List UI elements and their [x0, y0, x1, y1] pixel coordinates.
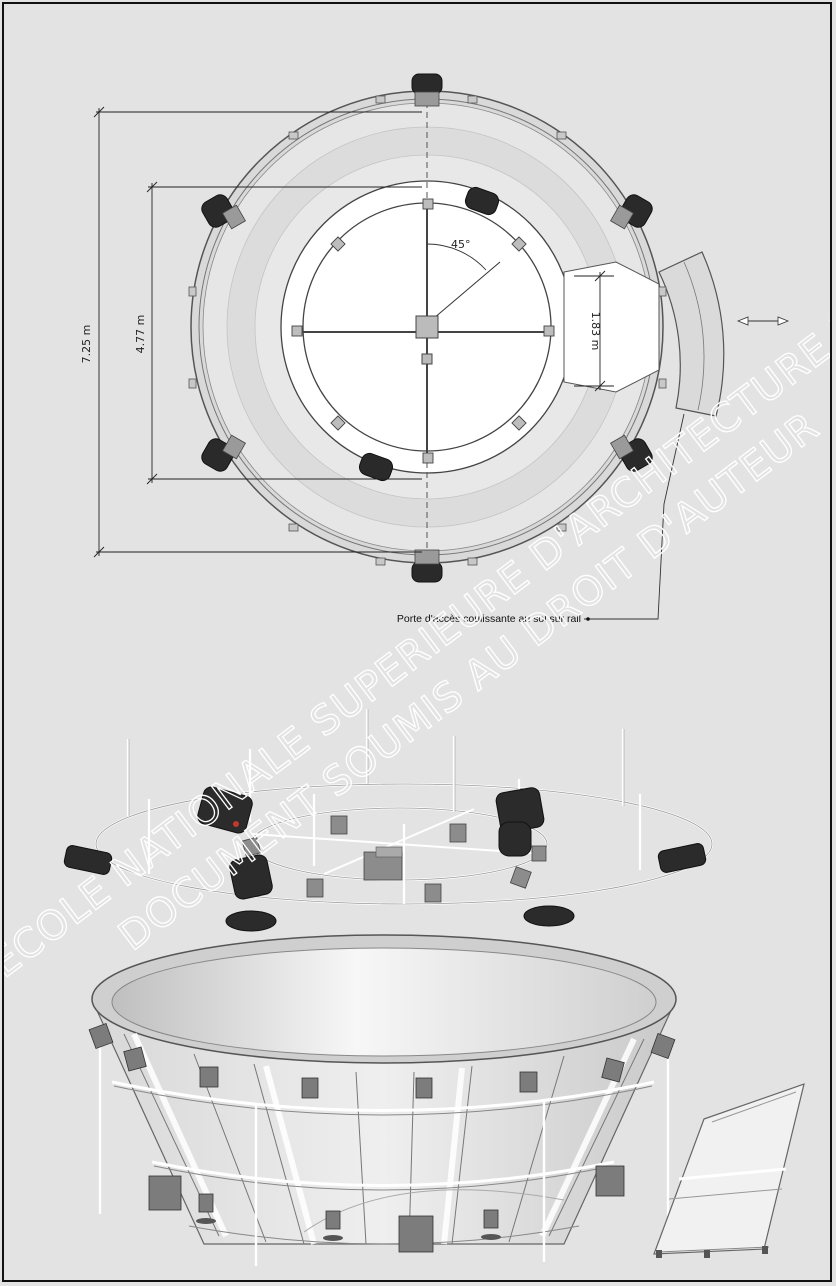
dimension-opening-width: 1.83 m	[589, 312, 602, 351]
door-note: Porte d'accès coulissante au sol sur rai…	[397, 613, 581, 625]
plan-view: 7.25 m 4.77 m 1.83 m 45° Porte d'accès c…	[80, 73, 790, 625]
architectural-drawing: 7.25 m 4.77 m 1.83 m 45° Porte d'accès c…	[4, 73, 830, 1266]
dimension-outer-diameter: 7.25 m	[80, 325, 93, 364]
angle-label: 45°	[451, 238, 471, 251]
dimension-inner-diameter: 4.77 m	[134, 315, 147, 354]
screen-bowl-view	[88, 934, 805, 1266]
lighting-rig-view	[63, 709, 714, 932]
